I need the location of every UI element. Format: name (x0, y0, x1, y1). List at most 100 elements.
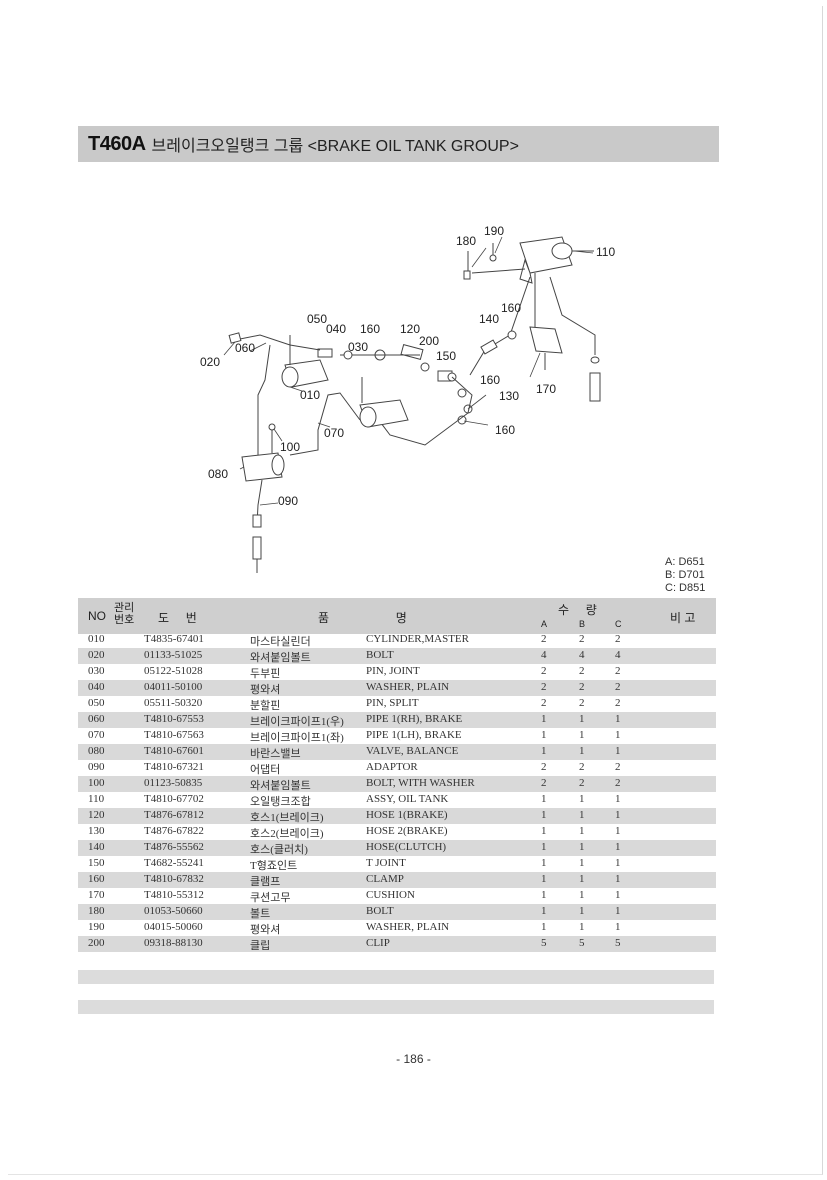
cell-part-number: T4682-55241 (144, 857, 204, 869)
label-130: 130 (499, 389, 519, 403)
cell-no: 200 (88, 937, 105, 949)
cell-no: 050 (88, 697, 105, 709)
cell-qty-a: 1 (541, 873, 547, 885)
cell-qty-b: 2 (579, 777, 585, 789)
cell-no: 080 (88, 745, 105, 757)
cell-no: 030 (88, 665, 105, 677)
cell-name-en: PIN, SPLIT (366, 697, 419, 709)
label-100: 100 (280, 440, 300, 454)
cell-name-kr: 호스1(브레이크) (250, 812, 324, 824)
cell-qty-b: 1 (579, 745, 585, 757)
header-qty-c: C (615, 619, 622, 629)
cell-name-kr: 호스2(브레이크) (250, 828, 324, 840)
header-mgmt-bottom: 번호 (114, 614, 135, 626)
label-070: 070 (324, 426, 344, 440)
cell-qty-c: 2 (615, 697, 621, 709)
label-090: 090 (278, 494, 298, 508)
cell-qty-a: 2 (541, 777, 547, 789)
label-170: 170 (536, 382, 556, 396)
cell-qty-b: 1 (579, 713, 585, 725)
header-part-number: 도 번 (158, 611, 197, 625)
cell-qty-b: 1 (579, 825, 585, 837)
label-190: 190 (484, 224, 504, 238)
cell-no: 160 (88, 873, 105, 885)
cell-qty-a: 4 (541, 649, 547, 661)
cell-no: 140 (88, 841, 105, 853)
cell-qty-c: 1 (615, 745, 621, 757)
cell-qty-a: 1 (541, 921, 547, 933)
cell-name-en: CYLINDER,MASTER (366, 633, 469, 645)
label-180: 180 (456, 234, 476, 248)
cell-qty-c: 1 (615, 921, 621, 933)
cell-no: 190 (88, 921, 105, 933)
cell-qty-a: 2 (541, 665, 547, 677)
cell-name-kr: 볼트 (250, 908, 271, 920)
legend-a: A: D651 (665, 556, 705, 568)
label-020: 020 (200, 355, 220, 369)
cell-qty-c: 2 (615, 777, 621, 789)
cell-qty-b: 2 (579, 761, 585, 773)
cell-name-en: CLAMP (366, 873, 404, 885)
label-040: 040 (326, 322, 346, 336)
cell-name-kr: 평와셔 (250, 684, 281, 696)
cell-name-kr: 두부핀 (250, 668, 281, 680)
cell-name-en: PIN, JOINT (366, 665, 420, 677)
cell-part-number: T4810-67702 (144, 793, 204, 805)
cell-qty-a: 1 (541, 825, 547, 837)
cell-name-kr: 브레이크파이프1(좌) (250, 732, 344, 744)
cell-qty-b: 5 (579, 937, 585, 949)
cell-qty-c: 2 (615, 761, 621, 773)
diagram-lines (228, 236, 601, 573)
cell-qty-a: 1 (541, 905, 547, 917)
page-number: - 186 - (396, 1052, 431, 1066)
parts-table-header: NO 관리 번호 도 번 품 명 수 량 A B C 비 고 (78, 598, 716, 634)
cell-qty-c: 1 (615, 809, 621, 821)
header-mgmt-top: 관리 (114, 602, 135, 614)
label-060: 060 (235, 341, 255, 355)
cell-qty-a: 1 (541, 841, 547, 853)
section-title-bar: T460A 브레이크오일탱크 그룹 <BRAKE OIL TANK GROUP> (78, 126, 719, 162)
cell-name-en: ADAPTOR (366, 761, 418, 773)
label-120: 120 (400, 322, 420, 336)
cell-name-en: HOSE(CLUTCH) (366, 841, 447, 853)
cell-name-en: WASHER, PLAIN (366, 921, 450, 933)
cell-name-kr: 분할핀 (250, 700, 281, 712)
cell-no: 110 (88, 793, 105, 805)
cell-name-en: CUSHION (366, 889, 415, 901)
cell-qty-c: 1 (615, 841, 621, 853)
cell-part-number: 09318-88130 (144, 937, 203, 949)
cell-no: 040 (88, 681, 105, 693)
label-080: 080 (208, 467, 228, 481)
cell-qty-b: 1 (579, 905, 585, 917)
cell-part-number: T4876-67822 (144, 825, 204, 837)
cell-qty-b: 1 (579, 841, 585, 853)
cell-qty-a: 5 (541, 937, 547, 949)
cell-qty-a: 2 (541, 633, 547, 645)
cell-name-kr: 와셔붙임볼트 (250, 780, 311, 792)
cell-no: 180 (88, 905, 105, 917)
legend-b: B: D701 (665, 569, 705, 581)
cell-qty-a: 1 (541, 729, 547, 741)
cell-qty-c: 5 (615, 937, 621, 949)
cell-part-number: 04011-50100 (144, 681, 203, 693)
cell-no: 060 (88, 713, 105, 725)
cell-qty-b: 2 (579, 697, 585, 709)
cell-no: 070 (88, 729, 105, 741)
cell-part-number: T4810-67601 (144, 745, 204, 757)
cell-qty-a: 2 (541, 697, 547, 709)
cell-qty-c: 1 (615, 793, 621, 805)
page-border (8, 6, 823, 1175)
cell-qty-b: 2 (579, 633, 585, 645)
cell-qty-a: 1 (541, 809, 547, 821)
leader-lines (223, 236, 594, 506)
cell-name-kr: 오일탱크조합 (250, 796, 311, 808)
cell-qty-b: 2 (579, 681, 585, 693)
